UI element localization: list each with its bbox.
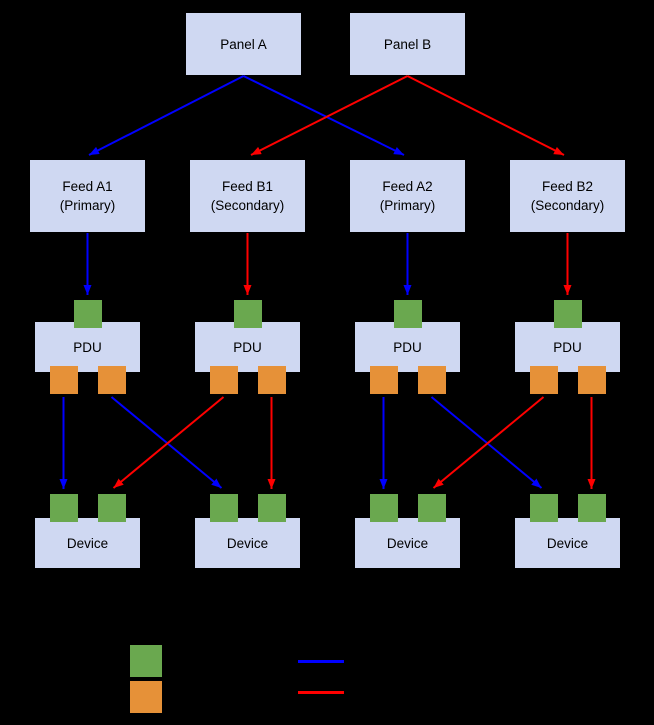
arrow-panel-b-to-feed-b2 [407, 75, 565, 156]
pdu-1-box: PDU [35, 322, 140, 372]
feed-a2-sublabel: (Primary) [379, 198, 436, 213]
device-2-input-connector-right [257, 494, 286, 522]
pdu-4-output-connector-right [577, 366, 606, 394]
feed-b2-sublabel: (Secondary) [530, 198, 605, 213]
panel-a-box: Panel A [186, 13, 301, 75]
panel-b-box: Panel B [350, 13, 465, 75]
feed-a2-label: Feed A2 [382, 179, 433, 194]
device-1-box: Device [35, 518, 140, 568]
pdu-3-output-connector-right [417, 366, 446, 394]
arrow-pdu2-to-device1 [112, 396, 225, 489]
legend-orange-swatch [130, 681, 162, 713]
pdu-1-output-connector-right [97, 366, 126, 394]
arrow-panel-b-to-feed-b1 [250, 75, 408, 156]
feed-a2-box: Feed A2 (Primary) [350, 160, 465, 232]
pdu-4-input-connector [554, 300, 582, 328]
pdu-3-output-connector-left [369, 366, 398, 394]
feed-a1-box: Feed A1 (Primary) [30, 160, 145, 232]
feed-b1-sublabel: (Secondary) [210, 198, 285, 213]
arrow-pdu1-to-device2 [110, 396, 223, 489]
feed-a1-sublabel: (Primary) [59, 198, 116, 213]
pdu-2-output-connector-left [209, 366, 238, 394]
device-4-input-connector-left [529, 494, 558, 522]
pdu-4-output-connector-left [529, 366, 558, 394]
pdu-3-input-connector [394, 300, 422, 328]
arrow-pdu3-to-device4 [430, 396, 543, 489]
device-2-input-connector-left [209, 494, 238, 522]
arrow-pdu4-to-device3 [432, 396, 545, 489]
pdu-4-box: PDU [515, 322, 620, 372]
pdu-2-output-connector-right [257, 366, 286, 394]
device-2-box: Device [195, 518, 300, 568]
pdu-3-box: PDU [355, 322, 460, 372]
pdu-1-output-connector-left [49, 366, 78, 394]
feed-a1-label: Feed A1 [62, 179, 113, 194]
device-1-input-connector-left [49, 494, 78, 522]
legend-blue-line [298, 660, 344, 663]
pdu-1-input-connector [74, 300, 102, 328]
feed-b1-box: Feed B1 (Secondary) [190, 160, 305, 232]
pdu-2-box: PDU [195, 322, 300, 372]
device-3-input-connector-left [369, 494, 398, 522]
legend-red-line [298, 691, 344, 694]
device-4-input-connector-right [577, 494, 606, 522]
feed-b2-label: Feed B2 [541, 179, 594, 194]
device-4-box: Device [515, 518, 620, 568]
arrow-panel-a-to-feed-a1 [88, 75, 244, 156]
arrow-panel-a-to-feed-a2 [243, 75, 405, 156]
device-3-box: Device [355, 518, 460, 568]
feed-b1-label: Feed B1 [221, 179, 274, 194]
device-1-input-connector-right [97, 494, 126, 522]
legend-green-swatch [130, 645, 162, 677]
feed-b2-box: Feed B2 (Secondary) [510, 160, 625, 232]
device-3-input-connector-right [417, 494, 446, 522]
pdu-2-input-connector [234, 300, 262, 328]
